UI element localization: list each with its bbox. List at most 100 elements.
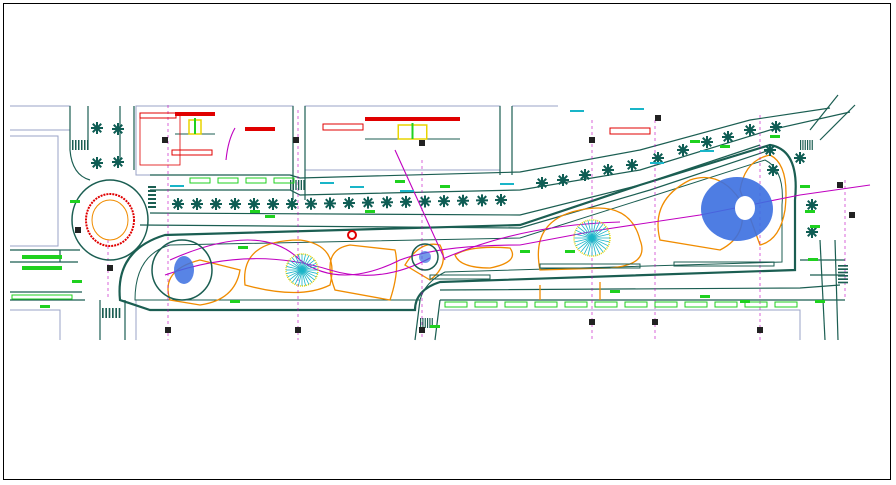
annotation-tick (40, 305, 50, 308)
crosswalk-stripe (298, 180, 300, 190)
label-box (609, 127, 651, 135)
radial-tree-spoke (574, 233, 593, 239)
parking-strip (22, 255, 62, 259)
palm-core (809, 202, 815, 208)
radial-tree-spoke (301, 269, 318, 274)
palm-tree (744, 124, 756, 136)
radial-tree-spoke (301, 257, 313, 271)
annotation-tick (690, 140, 700, 143)
magenta-path (225, 127, 236, 161)
bench (673, 261, 775, 267)
crosswalk (420, 318, 433, 328)
palm-tree (794, 152, 806, 164)
planting-bed (537, 207, 643, 271)
annotation-tick (770, 135, 780, 138)
section-marker (107, 265, 113, 271)
radial-tree-spoke (591, 237, 609, 247)
palm-core (460, 198, 466, 203)
palm-tree (91, 157, 103, 169)
radial-tree-spoke (591, 237, 604, 253)
annotation-tick (365, 210, 375, 213)
annotation-tick (810, 225, 820, 228)
radial-tree-spoke (583, 237, 593, 255)
crosswalk-stripe (422, 318, 424, 328)
palm-core (346, 200, 352, 206)
palm-core (270, 201, 276, 207)
building-line (10, 135, 59, 247)
radial-tree-spoke (301, 255, 310, 271)
radial-tree-spoke (301, 269, 313, 283)
palm-core (175, 201, 181, 207)
parking-bay (474, 301, 498, 308)
parking-bay (594, 301, 618, 308)
radial-tree-spoke (301, 269, 315, 281)
radial-tree-spoke (301, 269, 306, 286)
annotation-tick-cyan (320, 182, 334, 184)
crosswalk (290, 180, 305, 190)
planting-bed (167, 259, 241, 306)
crosswalk-stripe (804, 140, 806, 150)
palm-core (539, 180, 545, 186)
crosswalk-stripe (811, 140, 813, 150)
planting-beds (167, 154, 787, 306)
palm-tree (767, 164, 779, 176)
crosswalk-stripe (112, 308, 114, 318)
radial-tree-spoke (286, 269, 303, 274)
crosswalk-stripe (105, 308, 107, 318)
palm-core (582, 172, 588, 178)
palm-core (115, 126, 121, 132)
radial-tree-spoke (587, 220, 593, 239)
central-feature (347, 230, 439, 271)
radial-tree-spoke (591, 226, 607, 239)
crosswalk-stripe (148, 186, 156, 188)
parking-bay (684, 301, 708, 308)
radial-tree-spoke (591, 221, 601, 239)
building-outlines (10, 105, 801, 340)
crosswalk-stripe (115, 308, 117, 318)
crosswalk-stripe (802, 140, 804, 150)
palm-tree (419, 195, 431, 208)
radial-tree-spoke (591, 229, 609, 239)
annotation-tick (440, 185, 450, 188)
palm-core (289, 201, 295, 207)
crosswalk-stripe (838, 271, 848, 274)
section-marker (655, 115, 661, 121)
radial-tree-spoke (289, 259, 303, 271)
palm-tree (806, 199, 818, 211)
parking-bay (504, 301, 528, 308)
radial-tree-spoke (294, 269, 303, 285)
radial-tree-spoke (298, 254, 303, 271)
crosswalk-stripe (300, 180, 302, 190)
annotation-tick-cyan (630, 108, 644, 110)
radial-tree-spoke (591, 233, 610, 239)
radial-tree-spoke (301, 259, 315, 271)
planting-bed (404, 243, 444, 281)
bench (429, 274, 491, 280)
radial-tree-spoke (287, 262, 303, 271)
annotation-tick-cyan (500, 183, 514, 185)
annotation-tick-cyan (170, 185, 184, 187)
palm-core (115, 159, 121, 165)
annotation-tick (815, 300, 825, 303)
elevation-details (139, 112, 651, 166)
roundabout-inner (91, 199, 129, 241)
palm-tree (602, 164, 614, 176)
radial-tree-spoke (591, 237, 610, 243)
palm-tree (381, 196, 393, 209)
parking-bay (217, 177, 239, 184)
palm-tree (305, 197, 317, 210)
crosswalk (838, 265, 848, 284)
parking-bays (11, 177, 798, 308)
palm-trees (91, 121, 818, 238)
section-marker (162, 137, 168, 143)
radial-tree-spoke (574, 237, 593, 243)
annotation-tick (230, 300, 240, 303)
section-marker (589, 319, 595, 325)
section-marker (837, 182, 843, 188)
parking-bay (534, 301, 558, 308)
crosswalk-stripe (303, 180, 305, 190)
crosswalk-stripe (838, 265, 848, 267)
crosswalk-stripe (148, 198, 156, 200)
radial-tree-spoke (298, 269, 303, 286)
